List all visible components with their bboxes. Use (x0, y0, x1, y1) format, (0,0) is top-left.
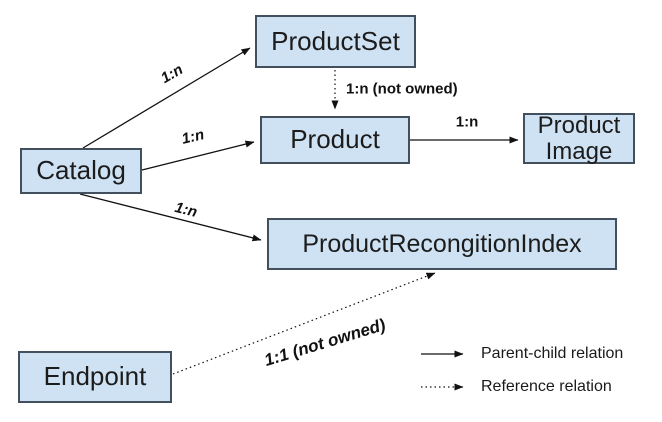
edge-label-product-productimage: 1:n (455, 113, 479, 131)
arrow-catalog-to-productrecognitionindex (79, 193, 262, 242)
arrow-endpoint-to-productrecognitionindex (172, 272, 436, 375)
node-product: Product (260, 116, 410, 164)
node-endpoint-label: Endpoint (43, 361, 147, 392)
arrow-catalog-to-productset (82, 47, 251, 149)
node-productrecognitionindex-label: ProductRecongitionIndex (302, 229, 582, 258)
node-product-image-label: Product Image (537, 112, 621, 165)
node-product-label: Product (290, 124, 380, 155)
node-endpoint: Endpoint (18, 351, 172, 403)
legend-parent-child-label: Parent-child relation (481, 345, 624, 362)
legend-reference-label: Reference relation (481, 378, 612, 395)
node-productset-label: ProductSet (271, 25, 400, 56)
node-catalog: Catalog (20, 148, 142, 194)
node-product-image: Product Image (523, 113, 635, 164)
node-catalog-label: Catalog (36, 155, 126, 186)
arrow-catalog-to-product (141, 140, 255, 171)
edge-label-productset-product: 1:n (not owned) (346, 80, 458, 98)
node-productset: ProductSet (255, 15, 416, 68)
node-productrecognitionindex: ProductRecongitionIndex (267, 218, 617, 270)
